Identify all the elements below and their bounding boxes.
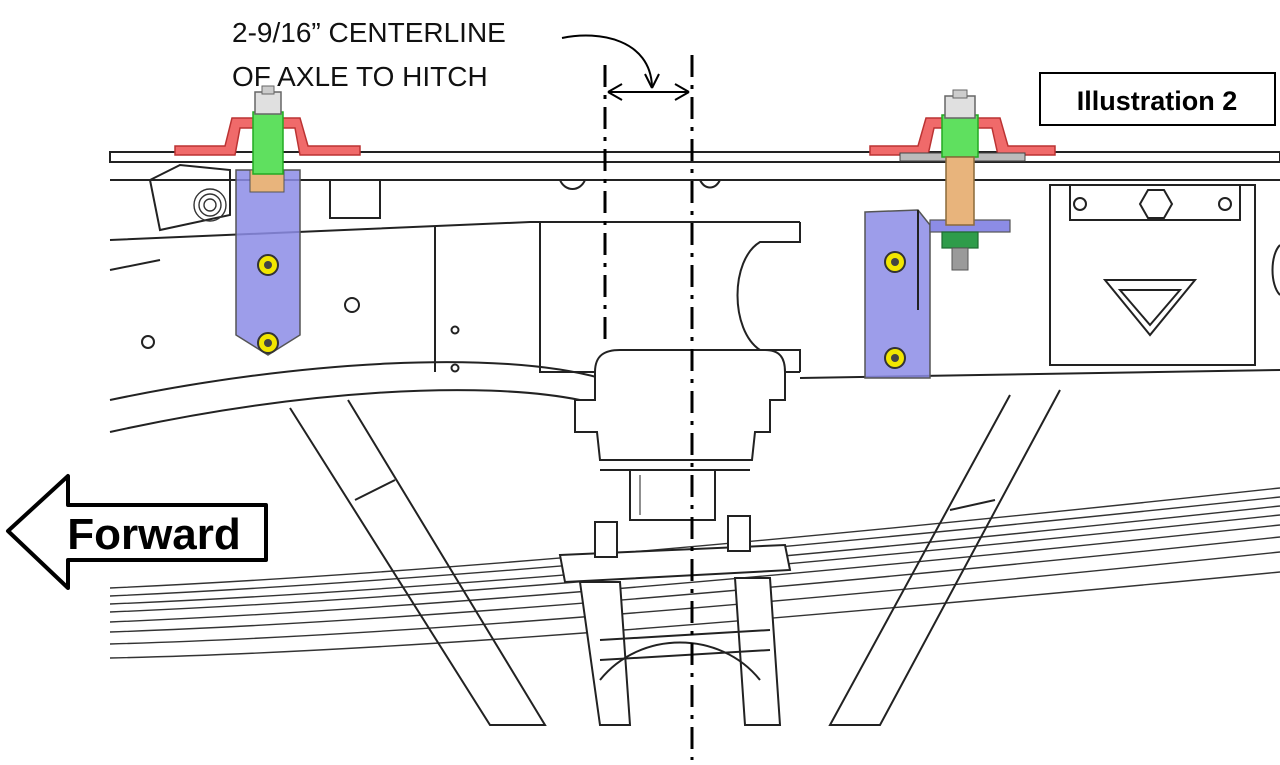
receiver-tube: [629, 469, 716, 521]
illustration-label: Illustration 2: [1077, 86, 1238, 116]
annotation-line-2: OF AXLE TO HITCH: [232, 61, 488, 92]
hitch-receiver: [574, 349, 786, 521]
frame-lower-curve-2: [109, 389, 581, 433]
leader-line: [561, 34, 653, 87]
crossmember-plate: [1049, 184, 1280, 366]
forward-label: Forward: [67, 510, 241, 559]
illustration-label-box: Illustration 2: [1039, 72, 1276, 126]
left-mount-bracket: [235, 169, 301, 356]
coil-detail: [148, 163, 231, 232]
frame-lower-curve: [109, 361, 601, 401]
right-mount-bracket: [864, 209, 1011, 379]
right-strut: [828, 389, 1061, 726]
forward-arrow: Forward: [6, 474, 268, 590]
axle-spring-plate: [558, 515, 792, 726]
frame-rail: [109, 151, 1280, 373]
left-strut: [289, 399, 547, 726]
annotation-line-1: 2-9/16” CENTERLINE: [232, 17, 506, 48]
right-u-bolt-clamp: [869, 89, 1056, 271]
forward-arrow-icon: [6, 474, 268, 590]
left-u-bolt-clamp: [174, 85, 361, 175]
dimension-arrow: [607, 83, 690, 101]
frame-holes: [141, 297, 460, 373]
leader-arrowhead: [644, 73, 660, 89]
